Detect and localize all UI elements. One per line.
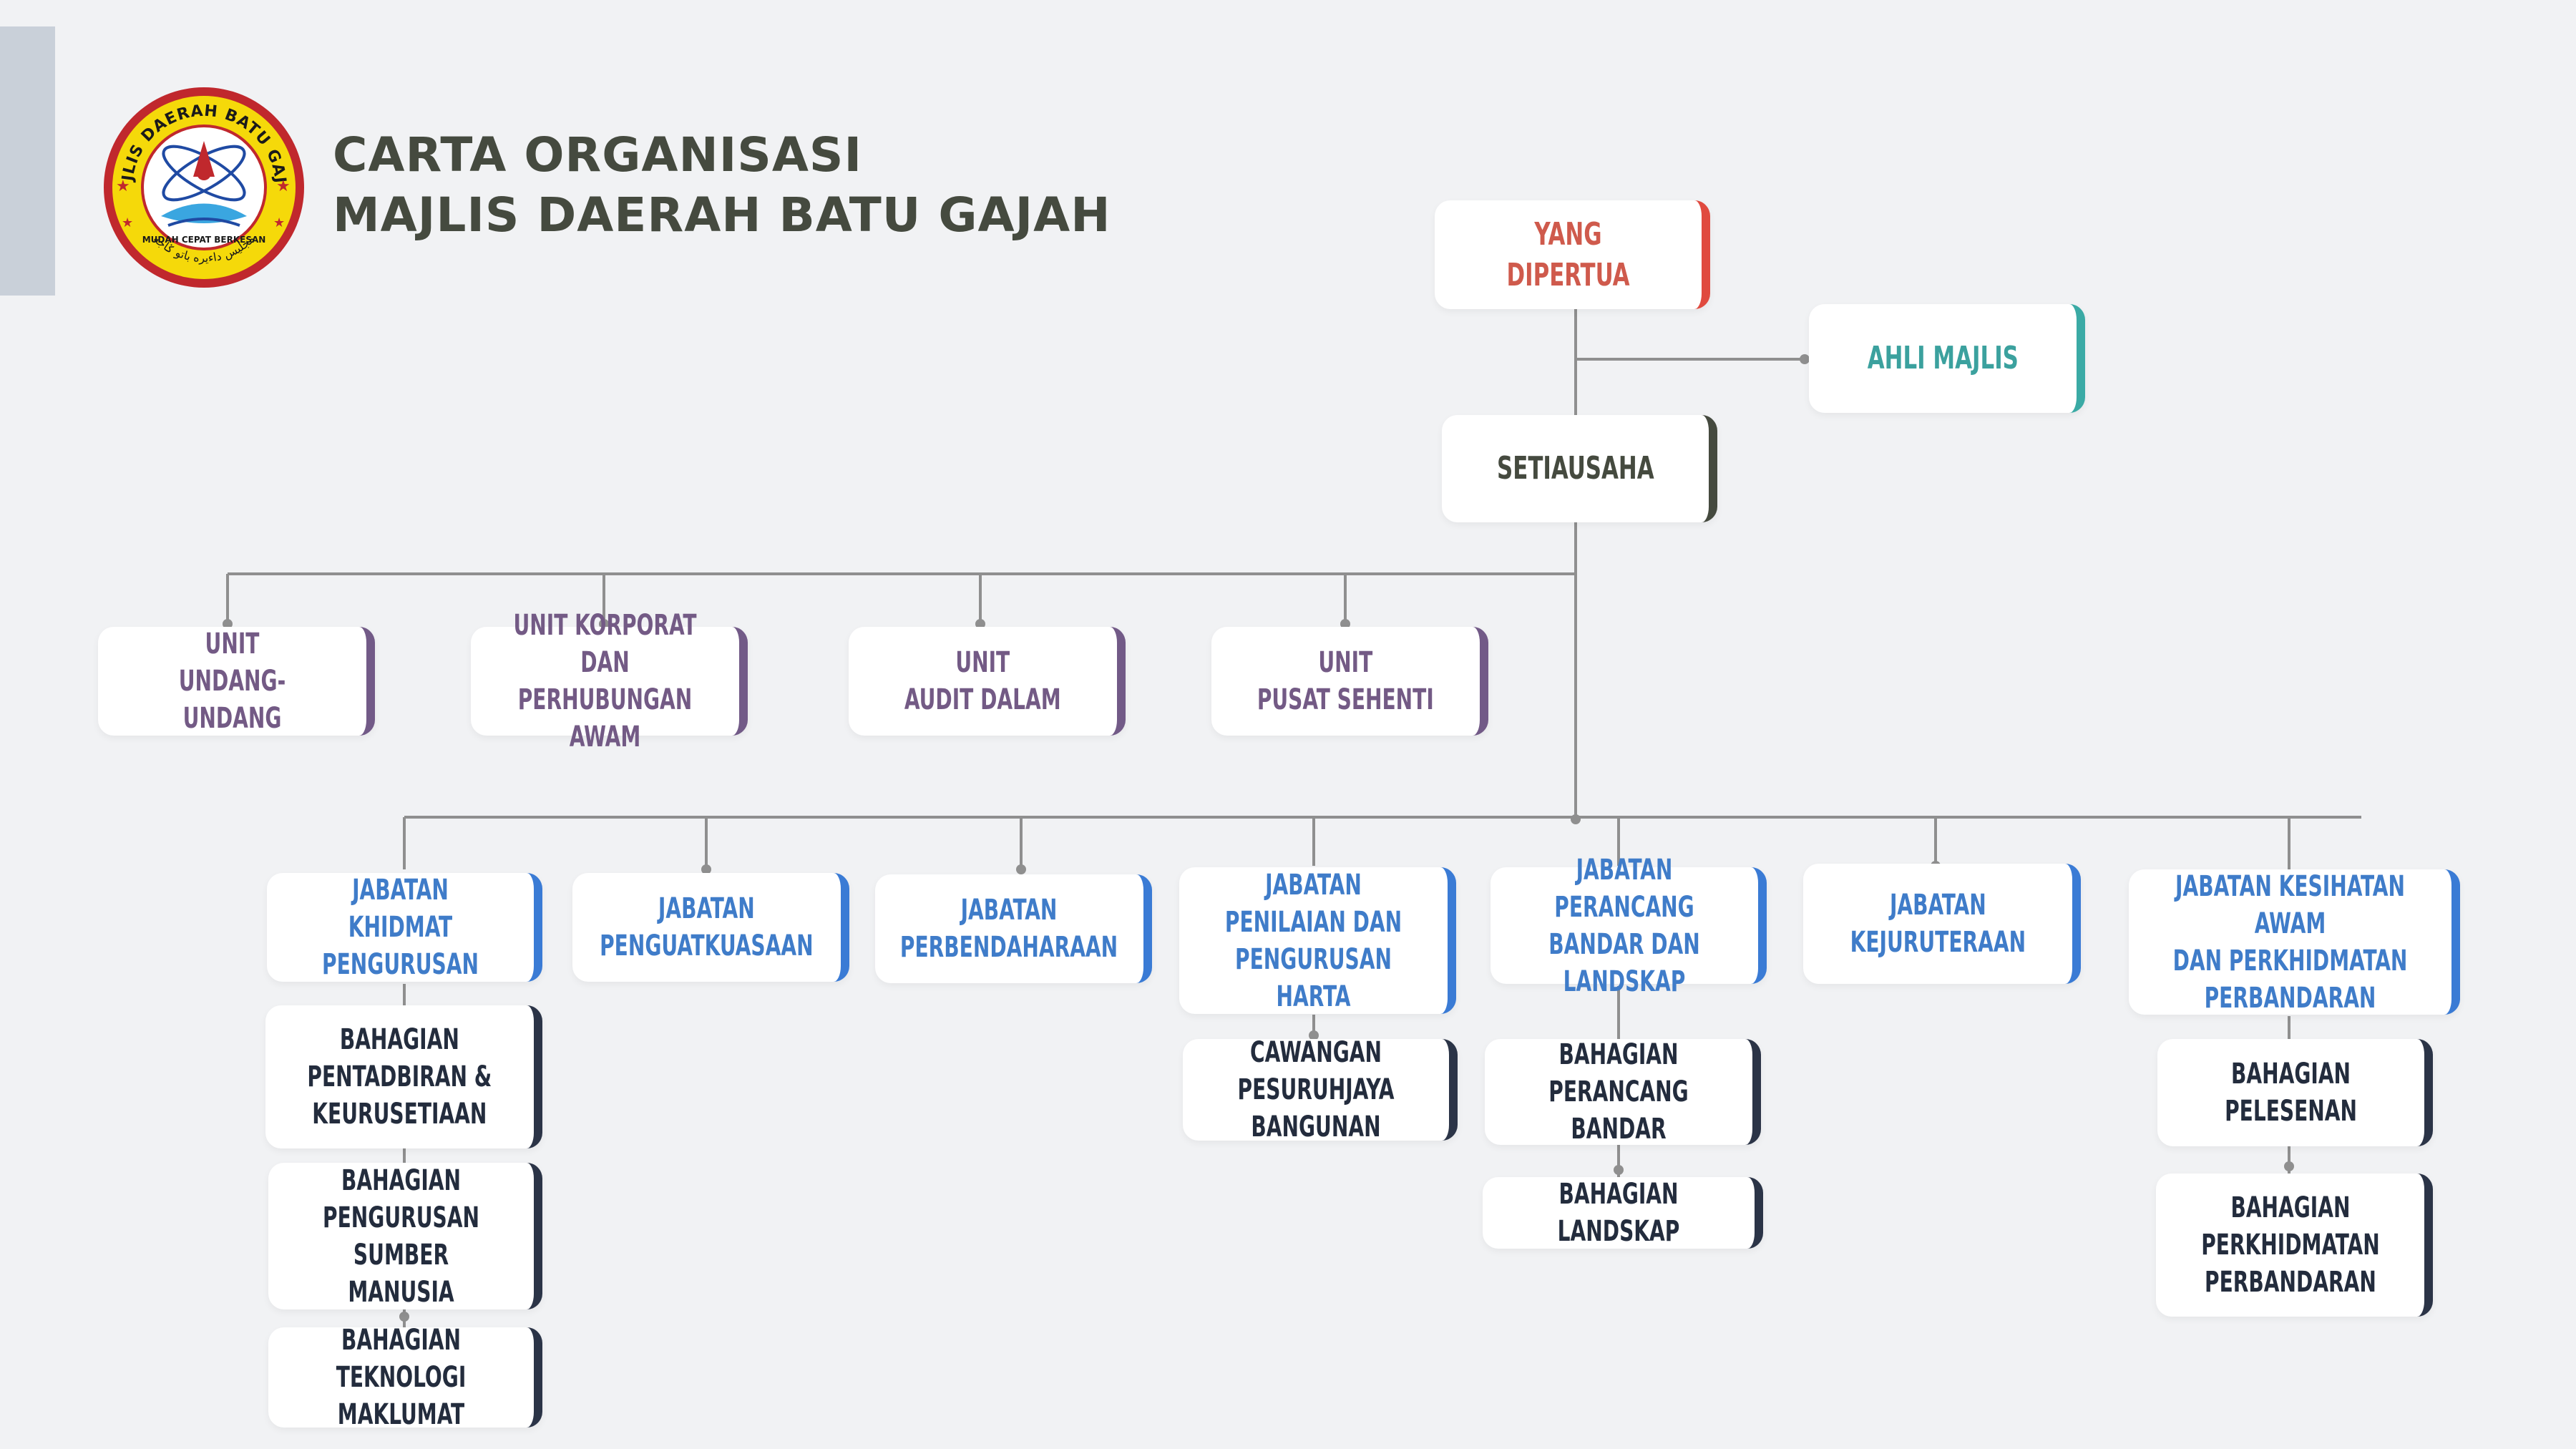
node-jabatan-kesihatan-awam: JABATAN KESIHATAN AWAM DAN PERKHIDMATAN … [2129, 869, 2460, 1015]
node-bahagian-pelesenan: BAHAGIAN PELESENAN [2157, 1039, 2433, 1146]
svg-text:★: ★ [116, 177, 130, 195]
node-bahagian-teknologi-maklumat: BAHAGIAN TEKNOLOGI MAKLUMAT [268, 1324, 542, 1431]
node-unit-korporat: UNIT KORPORAT DAN PERHUBUNGAN AWAM [471, 609, 748, 753]
node-jabatan-penilaian: JABATAN PENILAIAN DAN PENGURUSAN HARTA [1179, 867, 1456, 1014]
node-bahagian-pentadbiran: BAHAGIAN PENTADBIRAN & KEURUSETIAAN [265, 1005, 542, 1148]
node-ahli-majlis: AHLI MAJLIS [1809, 304, 2085, 413]
node-unit-pusat-sehenti: UNIT PUSAT SEHENTI [1211, 627, 1488, 736]
node-jabatan-khidmat-pengurusan: JABATAN KHIDMAT PENGURUSAN [267, 873, 542, 982]
svg-text:★: ★ [122, 215, 133, 230]
node-cawangan-pesuruhjaya-bangunan: CAWANGAN PESURUHJAYA BANGUNAN [1183, 1036, 1458, 1143]
node-jabatan-penguatkuasaan: JABATAN PENGUATKUASAAN [572, 873, 849, 982]
svg-text:★: ★ [273, 215, 285, 230]
logo-motto: MUDAH CEPAT BERKESAN [142, 235, 266, 245]
node-yang-dipertua: YANG DIPERTUA [1435, 200, 1710, 309]
node-bahagian-landskap: BAHAGIAN LANDSKAP [1483, 1177, 1763, 1249]
node-jabatan-kejuruteraan: JABATAN KEJURUTERAAN [1803, 864, 2081, 984]
node-bahagian-sumber-manusia: BAHAGIAN PENGURUSAN SUMBER MANUSIA [268, 1163, 542, 1309]
node-bahagian-perancang-bandar: BAHAGIAN PERANCANG BANDAR [1485, 1038, 1761, 1146]
node-unit-audit-dalam: UNIT AUDIT DALAM [849, 627, 1126, 736]
node-bahagian-perkhidmatan-perbandaran: BAHAGIAN PERKHIDMATAN PERBANDARAN [2156, 1174, 2433, 1317]
page-title: CARTA ORGANISASI MAJLIS DAERAH BATU GAJA… [333, 125, 1111, 245]
title-line-2: MAJLIS DAERAH BATU GAJAH [333, 187, 1111, 243]
side-accent-bar [0, 26, 55, 296]
node-jabatan-perbendaharaan: JABATAN PERBENDAHARAAN [875, 874, 1152, 983]
node-unit-undang-undang: UNIT UNDANG-UNDANG [98, 627, 375, 736]
svg-text:★: ★ [276, 177, 291, 195]
node-setiausaha: SETIAUSAHA [1442, 415, 1717, 522]
node-jabatan-perancang: JABATAN PERANCANG BANDAR DAN LANDSKAP [1491, 854, 1767, 998]
title-line-1: CARTA ORGANISASI [333, 127, 863, 182]
council-logo: MAJLIS DAERAH BATU GAJAH مجليس داءيره با… [100, 84, 304, 288]
